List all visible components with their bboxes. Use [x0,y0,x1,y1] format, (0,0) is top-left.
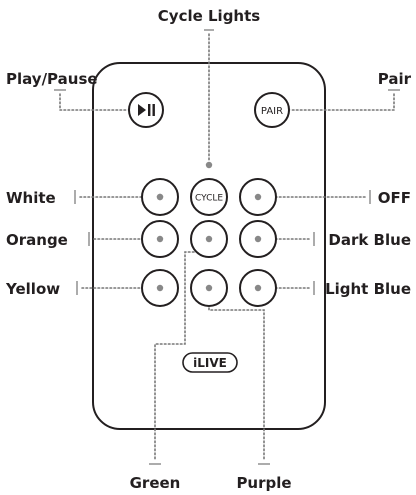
light-blue-dot-top [254,284,262,292]
ilive-logo: iLIVE [182,352,238,373]
label-cycle-lights: Cycle Lights [158,7,261,25]
label-white: White [6,189,56,207]
label-green: Green [130,474,181,492]
green-dot-top [205,235,213,243]
white-dot-top [156,193,164,201]
yellow-dot-top [156,284,164,292]
play-pause-icon [138,104,155,116]
pair-button[interactable] [254,92,290,128]
label-pair: Pair [378,70,412,88]
pair-button-label: PAIR [261,106,283,117]
label-play-pause: Play/Pause [6,70,98,88]
pair-leader [289,93,395,111]
label-purple: Purple [236,474,291,492]
label-yellow: Yellow [5,280,60,298]
cycle-lights-dot [205,161,213,169]
cycle-button-label: CYCLE [195,194,223,204]
play-pause-leader [59,93,129,111]
label-off: OFF [378,189,411,207]
label-light-blue: Light Blue [325,280,411,298]
purple-dot-top [205,284,213,292]
off-dot-top [254,193,262,201]
cycle-button[interactable] [190,178,228,216]
label-dark-blue: Dark Blue [328,231,411,249]
orange-dot-top [156,235,164,243]
logo-text: iLIVE [193,356,227,370]
label-orange: Orange [6,231,68,249]
dark-blue-dot-top [254,235,262,243]
